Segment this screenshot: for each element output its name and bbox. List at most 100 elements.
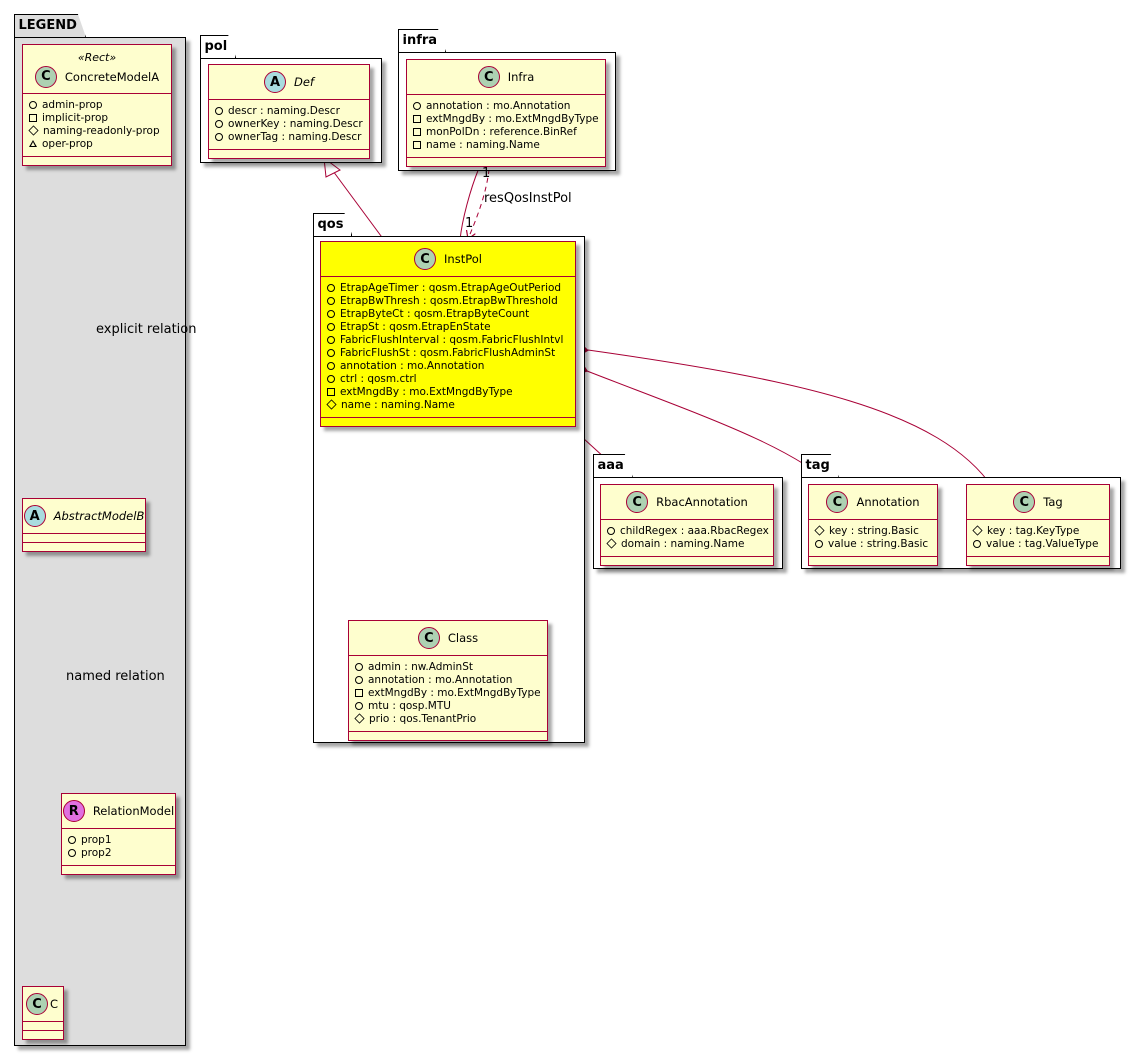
class-class: C Class admin : nw.AdminSt annotation : … (348, 620, 548, 741)
attribute-row: key : string.Basic (814, 524, 931, 537)
public-visibility-icon (413, 101, 421, 110)
class-name: C (50, 997, 59, 1011)
private-visibility-icon (413, 114, 421, 123)
attribute-row: FabricFlushInterval : qosm.FabricFlushIn… (327, 333, 569, 346)
public-visibility-icon (327, 283, 335, 292)
attribute-row: annotation : mo.Annotation (355, 673, 541, 686)
attribute-row: extMngdBy : mo.ExtMngdByType (327, 385, 569, 398)
class-concrete-model-a: «Rect» C ConcreteModelA admin-prop impli… (22, 44, 172, 166)
attribute-row: childRegex : aaa.RbacRegex (607, 524, 769, 537)
class-c-icon: C (826, 491, 849, 513)
public-visibility-icon (815, 539, 823, 548)
package-legend-tab: LEGEND (14, 14, 86, 37)
public-visibility-icon (327, 296, 335, 305)
class-name: Tag (1043, 495, 1063, 509)
attribute-list: admin-prop implicit-prop naming-readonly… (23, 94, 171, 157)
class-name: Annotation (856, 495, 920, 509)
attribute-row: naming-readonly-prop (28, 124, 165, 137)
attribute-row: descr : naming.Descr (215, 104, 363, 117)
attribute-row: EtrapByteCt : qosm.EtrapByteCount (327, 307, 569, 320)
attribute-list: admin : nw.AdminSt annotation : mo.Annot… (349, 656, 547, 732)
attribute-row: FabricFlushSt : qosm.FabricFlushAdminSt (327, 346, 569, 359)
class-def: A Def descr : naming.Descr ownerKey : na… (208, 64, 370, 159)
class-c-icon: C (477, 66, 500, 88)
public-visibility-icon (215, 119, 223, 128)
public-visibility-icon (327, 374, 335, 383)
class-inst-pol: C InstPol EtrapAgeTimer : qosm.EtrapAgeO… (320, 241, 576, 427)
protected-visibility-icon (814, 525, 825, 536)
package-visibility-icon (29, 140, 37, 147)
relation-r-icon: R (62, 800, 85, 822)
class-c-icon: C (34, 65, 57, 88)
public-visibility-icon (355, 701, 363, 710)
attribute-row: ctrl : qosm.ctrl (327, 372, 569, 385)
multiplicity-source: 1 (482, 166, 491, 181)
public-visibility-icon (68, 848, 76, 857)
class-c-icon: C (1013, 491, 1036, 513)
attribute-row: mtu : qosp.MTU (355, 699, 541, 712)
attribute-row: domain : naming.Name (606, 537, 767, 550)
class-abstract-model-b: A AbstractModelB (22, 498, 146, 552)
attribute-list: childRegex : aaa.RbacRegex domain : nami… (601, 520, 773, 557)
class-c-icon: C (414, 248, 437, 270)
class-name: Class (447, 631, 479, 645)
package-pol-tab: pol (200, 35, 237, 58)
public-visibility-icon (327, 348, 335, 357)
attribute-row: name : naming.Name (326, 398, 569, 411)
private-visibility-icon (413, 140, 421, 149)
attribute-row: EtrapSt : qosm.EtrapEnState (327, 320, 569, 333)
attribute-row: admin-prop (29, 98, 165, 111)
protected-visibility-icon (354, 713, 365, 724)
private-visibility-icon (355, 688, 363, 697)
edge-tag-composition (587, 349, 994, 489)
attribute-row: ownerTag : naming.Descr (215, 130, 363, 143)
attribute-row: extMngdBy : mo.ExtMngdByType (355, 686, 541, 699)
public-visibility-icon (327, 309, 335, 318)
class-c: C C (22, 986, 64, 1040)
package-infra-tab: infra (398, 29, 447, 52)
public-visibility-icon (973, 539, 981, 548)
private-visibility-icon (327, 387, 335, 396)
public-visibility-icon (29, 100, 37, 109)
attribute-row: key : tag.KeyType (972, 524, 1103, 537)
class-relation-model: R RelationModel prop1 prop2 (61, 793, 176, 875)
public-visibility-icon (327, 361, 335, 370)
class-tag: C Tag key : tag.KeyType value : tag.Valu… (966, 484, 1110, 566)
attribute-row: prop2 (68, 846, 169, 859)
class-c-icon: C (626, 491, 649, 513)
protected-visibility-icon (972, 525, 983, 536)
class-name: RelationModel (92, 804, 175, 818)
attribute-row: annotation : mo.Annotation (327, 359, 569, 372)
class-c-icon: C (26, 993, 48, 1015)
class-rbac-annotation: C RbacAnnotation childRegex : aaa.RbacRe… (600, 484, 774, 566)
attribute-list: EtrapAgeTimer : qosm.EtrapAgeOutPeriod E… (321, 277, 575, 418)
abstract-a-icon: A (23, 505, 46, 527)
class-name: AbstractModelB (53, 509, 145, 523)
multiplicity-target: 1 (465, 216, 474, 231)
attribute-row: prop1 (68, 833, 169, 846)
private-visibility-icon (29, 113, 37, 122)
edge-label-res-qos-inst-pol: resQosInstPol (484, 191, 572, 206)
attribute-row: ownerKey : naming.Descr (215, 117, 363, 130)
protected-visibility-icon (326, 399, 337, 410)
class-name: Infra (507, 70, 535, 84)
attribute-list: descr : naming.Descr ownerKey : naming.D… (209, 100, 369, 150)
class-name: ConcreteModelA (64, 69, 160, 84)
public-visibility-icon (355, 662, 363, 671)
class-name: Def (294, 75, 314, 89)
public-visibility-icon (327, 335, 335, 344)
class-infra: C Infra annotation : mo.Annotation extMn… (406, 59, 606, 167)
attribute-row: extMngdBy : mo.ExtMngdByType (413, 112, 599, 125)
abstract-a-icon: A (264, 71, 286, 93)
attribute-row: name : naming.Name (413, 138, 599, 151)
private-visibility-icon (413, 127, 421, 136)
class-annotation: C Annotation key : string.Basic value : … (808, 484, 938, 566)
stereotype-label: «Rect» (77, 50, 117, 64)
attribute-list: key : string.Basic value : string.Basic (809, 520, 937, 557)
attribute-list: prop1 prop2 (62, 829, 175, 866)
attribute-row: implicit-prop (29, 111, 165, 124)
edge-label-named-relation: named relation (66, 669, 165, 684)
attribute-row: prio : qos.TenantPrio (354, 712, 541, 725)
class-name: RbacAnnotation (656, 495, 748, 509)
protected-visibility-icon (28, 125, 39, 136)
